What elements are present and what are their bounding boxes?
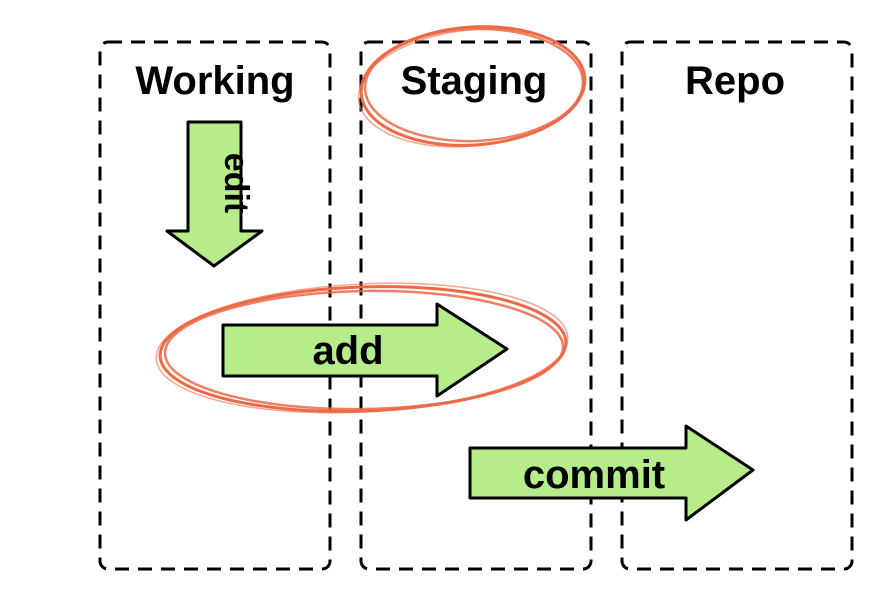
commit-arrow-label: commit bbox=[523, 453, 665, 497]
repo-area-box bbox=[620, 40, 854, 571]
edit-arrow-label: edit bbox=[217, 153, 255, 213]
working-area-box bbox=[98, 40, 332, 571]
working-label: Working bbox=[135, 59, 294, 103]
add-arrow-label: add bbox=[312, 329, 383, 373]
staging-area-box bbox=[359, 40, 593, 571]
edit-arrow bbox=[165, 120, 264, 268]
add-arrow bbox=[221, 302, 509, 398]
commit-arrow bbox=[468, 424, 755, 522]
add-highlight-circle bbox=[155, 282, 569, 414]
staging-highlight-circle bbox=[357, 25, 587, 148]
repo-label: Repo bbox=[685, 59, 785, 103]
staging-label: Staging bbox=[401, 59, 548, 103]
